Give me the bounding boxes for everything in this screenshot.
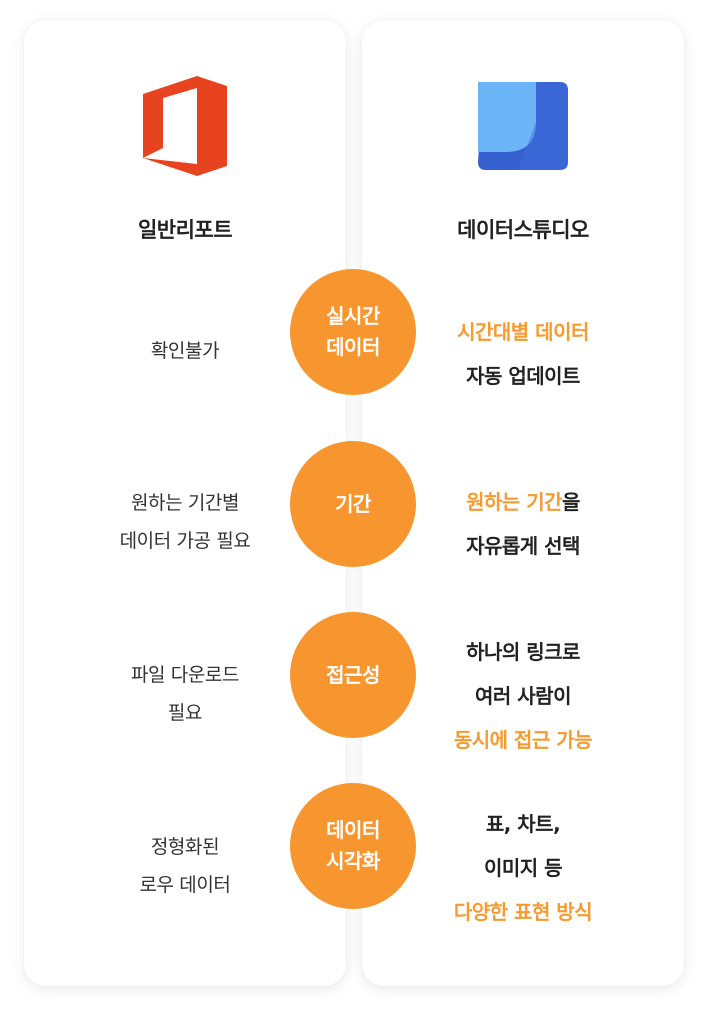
general-row-visualization: 정형화된 로우 데이터 <box>139 836 231 896</box>
general-row-realtime: 확인불가 <box>150 340 220 362</box>
badge-period: 기간 <box>290 441 416 567</box>
office-logo-icon <box>143 76 227 180</box>
badge-accessibility: 접근성 <box>290 612 416 738</box>
badge-data-visualization: 데이터 시각화 <box>290 783 416 909</box>
studio-row-period: 원하는 기간을 자유롭게 선택 <box>466 490 580 558</box>
data-studio-logo-icon <box>478 82 568 176</box>
studio-row-realtime: 시간대별 데이터 자동 업데이트 <box>457 320 589 388</box>
general-row-access: 파일 다운로드 필요 <box>130 664 240 724</box>
general-report-title: 일반리포트 <box>137 218 233 242</box>
studio-row-visualization: 표, 차트, 이미지 등 다양한 표현 방식 <box>453 812 593 924</box>
data-studio-title: 데이터스튜디오 <box>457 218 589 242</box>
studio-row-access: 하나의 링크로 여러 사람이 동시에 접근 가능 <box>453 640 593 752</box>
general-row-period: 원하는 기간별 데이터 가공 필요 <box>119 492 251 552</box>
badge-realtime-data: 실시간 데이터 <box>290 269 416 395</box>
